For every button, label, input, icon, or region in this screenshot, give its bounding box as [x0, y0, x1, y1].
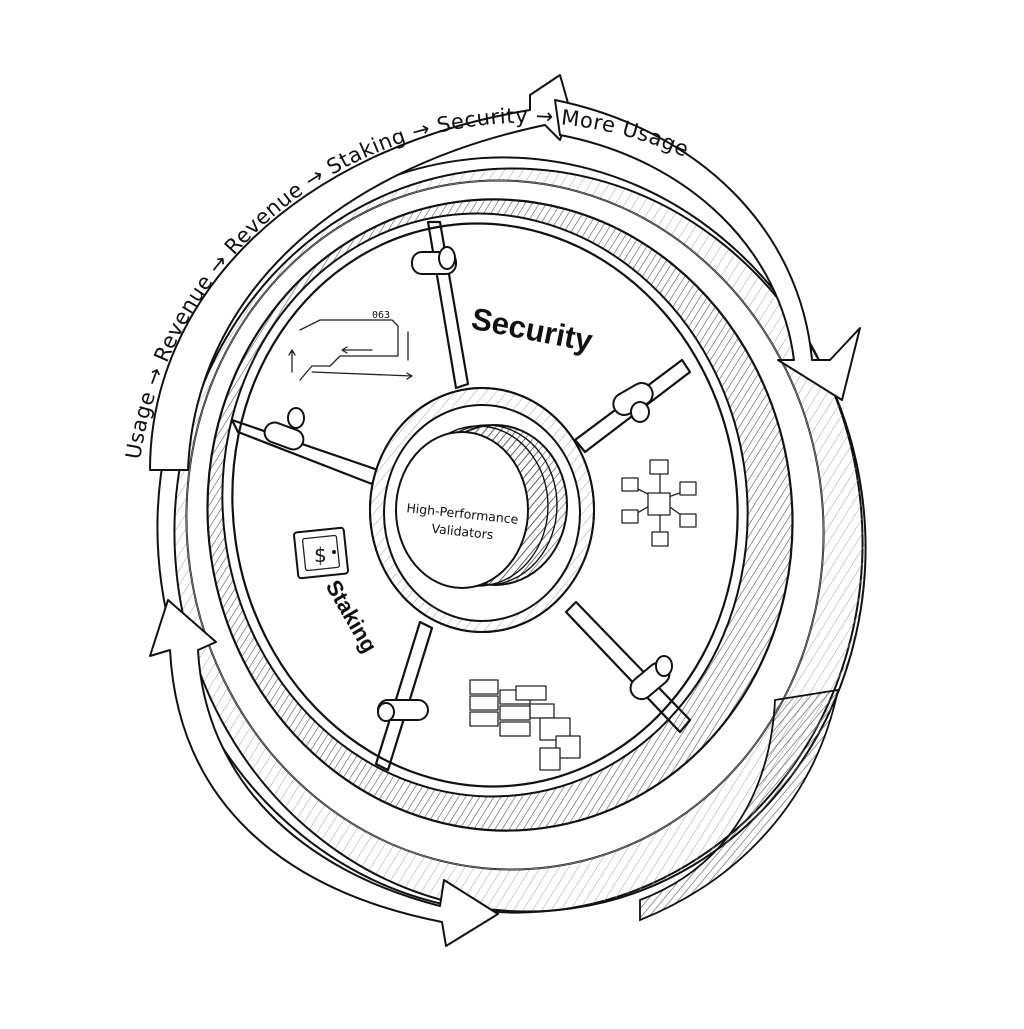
validator-core: High-Performance Validators — [395, 424, 568, 589]
vault-dollar-icon: $ — [293, 526, 349, 580]
circuit-trace-icon: 063 — [288, 310, 413, 381]
server-stack-icon — [469, 679, 581, 771]
rim-side-shading — [639, 688, 840, 922]
connector-clip — [411, 246, 457, 275]
connector-clip — [263, 407, 305, 451]
connector-clip — [612, 382, 654, 423]
network-nodes-icon — [621, 459, 697, 547]
svg-text:$: $ — [314, 543, 327, 567]
cycle-arrow-top — [149, 74, 861, 471]
cycle-arrow-bottom — [149, 599, 499, 947]
core-label-line2: Validators — [431, 521, 494, 542]
connector-clip — [377, 699, 429, 722]
connector-clip — [629, 655, 673, 701]
circuit-tag: 063 — [372, 310, 390, 321]
spoke-connectors — [263, 246, 673, 722]
